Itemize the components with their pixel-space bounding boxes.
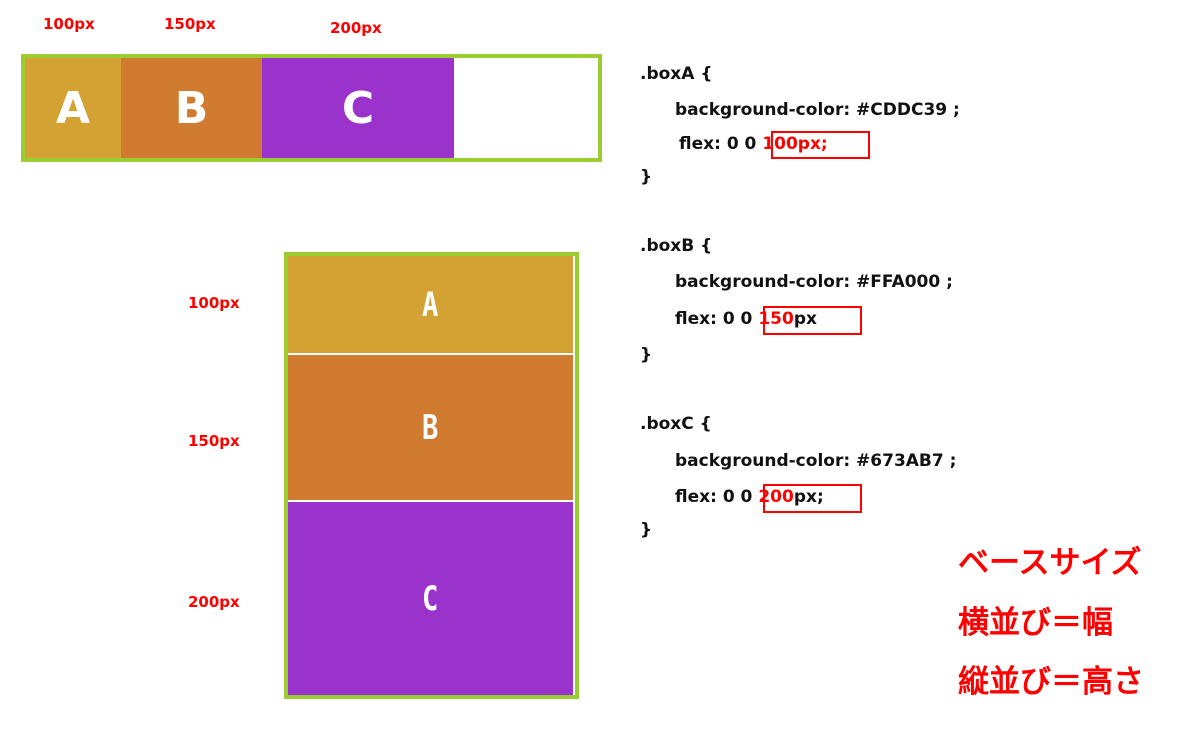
note-horizontal-width: 横並び＝幅 xyxy=(958,605,1113,641)
h-box-b-letter: B xyxy=(174,82,209,134)
code-boxb-close: } xyxy=(640,345,653,365)
v-label-c: 200px xyxy=(188,593,240,611)
code-boxc-flex-value: 200 xyxy=(758,487,794,507)
code-boxc-highlight xyxy=(763,484,862,513)
code-boxb-flex: flex: 0 0 150px xyxy=(675,309,817,329)
h-box-a-letter: A xyxy=(55,82,91,134)
v-box-a-letter: A xyxy=(422,284,439,325)
code-boxb-flex-value: 150 xyxy=(758,309,794,329)
code-boxa-flex-value: 100px; xyxy=(762,134,828,154)
code-boxb-bg: background-color: #FFA000 ; xyxy=(675,272,953,292)
v-box-b: B xyxy=(288,355,573,502)
code-boxa-selector: .boxA { xyxy=(640,64,713,84)
code-boxc-close: } xyxy=(640,520,653,540)
code-boxc-flex-prefix: flex: 0 0 xyxy=(675,487,759,507)
v-label-a: 100px xyxy=(188,294,240,312)
v-box-a: A xyxy=(288,256,573,355)
code-boxb-selector: .boxB { xyxy=(640,236,713,256)
code-boxc-bg: background-color: #673AB7 ; xyxy=(675,451,957,471)
horizontal-flex-container: A B C xyxy=(21,54,602,162)
code-boxb-flex-prefix: flex: 0 0 xyxy=(675,309,759,329)
vertical-flex-container: A B C xyxy=(284,252,579,699)
note-base-size: ベースサイズ xyxy=(958,545,1142,581)
code-boxb-highlight xyxy=(763,306,862,335)
v-box-b-letter: B xyxy=(422,407,439,448)
h-label-b: 150px xyxy=(164,15,216,33)
code-boxc-flex: flex: 0 0 200px; xyxy=(675,487,824,507)
v-box-c-letter: C xyxy=(422,578,439,619)
code-boxc-selector: .boxC { xyxy=(640,414,712,434)
v-box-c: C xyxy=(288,502,573,695)
h-box-c: C xyxy=(262,58,454,158)
h-box-c-letter: C xyxy=(341,82,375,134)
code-boxa-flex: flex: 0 0 100px; xyxy=(679,134,828,154)
code-boxa-close: } xyxy=(640,167,653,187)
h-box-b: B xyxy=(121,58,262,158)
code-boxb-flex-unit: px xyxy=(793,309,817,329)
note-vertical-height: 縦並び＝高さ xyxy=(958,664,1144,700)
h-label-c: 200px xyxy=(330,19,382,37)
code-boxa-bg: background-color: #CDDC39 ; xyxy=(675,100,960,120)
h-box-a: A xyxy=(25,58,121,158)
v-label-b: 150px xyxy=(188,432,240,450)
code-boxa-flex-prefix: flex: 0 0 xyxy=(679,134,763,154)
code-boxc-flex-unit: px; xyxy=(793,487,824,507)
h-label-a: 100px xyxy=(43,15,95,33)
code-boxa-highlight xyxy=(771,131,870,159)
